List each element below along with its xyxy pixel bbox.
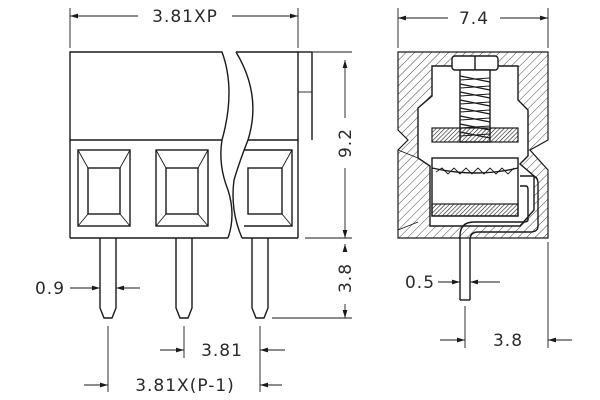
clamp-frame [431,157,519,217]
inner-cavity [417,65,535,227]
width-label: 7.4 [459,9,489,29]
pin-width-label: 0.9 [35,279,65,299]
side-view: 7.4 [397,8,572,351]
upper-body [69,51,313,141]
total-span-label: 3.81X(P-1) [135,376,235,396]
front-view: 3.81XP [35,7,356,396]
housing-bevel [397,149,419,231]
pitch-label: 3.81 [201,341,243,361]
clamp-upper-band [431,127,519,143]
total-span-dimension: 3.81X(P-1) [84,326,282,396]
pin-offset-dimension: 3.8 [440,242,572,351]
clamp-lower-band [431,203,519,217]
width-dimension: 7.4 [397,8,549,48]
pins [99,238,269,319]
pin-offset-label: 3.8 [493,331,523,351]
lower-body [69,139,299,239]
pin-length-label: 3.8 [336,263,356,293]
pin-thickness-label: 0.5 [405,273,435,293]
top-pitch-label: 3.81XP [152,7,218,27]
wire-entry-2 [155,149,209,227]
pitch-dimension: 3.81 [160,326,285,392]
top-pitch-dimension: 3.81XP [69,7,299,48]
side-pin [459,175,539,301]
wire-entry-3 [244,149,293,227]
screw-head [451,55,499,71]
height-label: 9.2 [336,128,356,158]
pin-thickness-dimension: 0.5 [405,273,500,293]
wire-entry-1 [77,149,131,227]
pin-length-dimension: 3.8 [272,244,356,319]
pin-width-dimension: 0.9 [35,279,140,299]
height-dimension: 9.2 [305,51,356,239]
